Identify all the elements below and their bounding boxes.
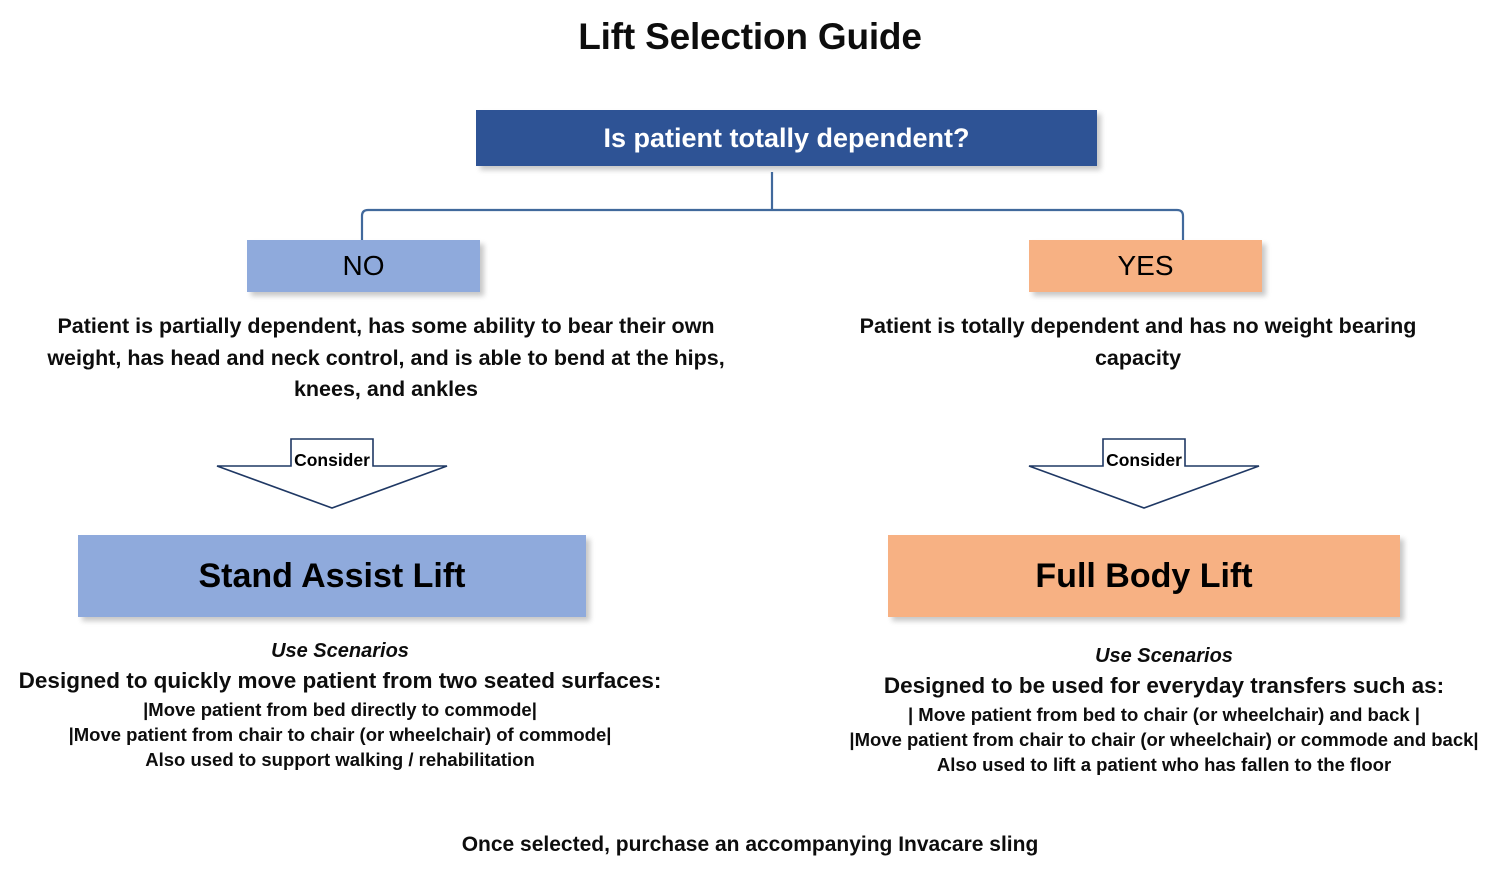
down-arrow-icon — [216, 438, 448, 509]
use-scenarios-heading: Use Scenarios — [271, 640, 409, 662]
branch-box-no: NO — [247, 240, 480, 292]
page-title: Lift Selection Guide — [578, 16, 922, 57]
decision-box-label: Is patient totally dependent? — [603, 122, 970, 153]
consider-arrow-right-label: Consider — [1106, 450, 1182, 470]
consider-arrow-left-label: Consider — [294, 450, 370, 470]
consider-arrow-left: Consider — [216, 438, 448, 510]
use-scenarios-lead: Designed to quickly move patient from tw… — [18, 668, 662, 693]
use-scenarios-lead: Designed to be used for everyday transfe… — [883, 673, 1445, 698]
use-scenario-item: |Move patient from chair to chair (or wh… — [68, 724, 612, 746]
use-scenario-item: |Move patient from chair to chair (or wh… — [849, 729, 1479, 751]
decision-box-totally-dependent: Is patient totally dependent? — [476, 110, 1097, 166]
down-arrow-icon — [1028, 438, 1260, 509]
use-scenarios-heading: Use Scenarios — [1095, 645, 1233, 667]
use-scenarios-stand-assist-lift: Use Scenarios Designed to quickly move p… — [10, 640, 670, 772]
footer-note: Once selected, purchase an accompanying … — [461, 833, 1039, 856]
branch-description-yes: Patient is totally dependent and has no … — [859, 314, 1417, 370]
use-scenario-item: Also used to support walking / rehabilit… — [145, 749, 535, 771]
result-box-stand-assist-lift: Stand Assist Lift — [78, 535, 586, 617]
branch-box-yes: YES — [1029, 240, 1262, 292]
branch-description-no: Patient is partially dependent, has some… — [47, 314, 725, 402]
result-box-stand-assist-lift-label: Stand Assist Lift — [198, 556, 466, 595]
branch-box-yes-label: YES — [1117, 250, 1174, 281]
use-scenario-item: Also used to lift a patient who has fall… — [936, 754, 1392, 776]
use-scenarios-full-body-lift: Use Scenarios Designed to be used for ev… — [830, 645, 1498, 777]
result-box-full-body-lift-label: Full Body Lift — [1035, 556, 1253, 595]
use-scenario-item: | Move patient from bed to chair (or whe… — [907, 704, 1420, 725]
use-scenario-item: |Move patient from bed directly to commo… — [143, 699, 537, 720]
result-box-full-body-lift: Full Body Lift — [888, 535, 1400, 617]
branch-box-no-label: NO — [342, 250, 385, 281]
consider-arrow-right: Consider — [1028, 438, 1260, 510]
